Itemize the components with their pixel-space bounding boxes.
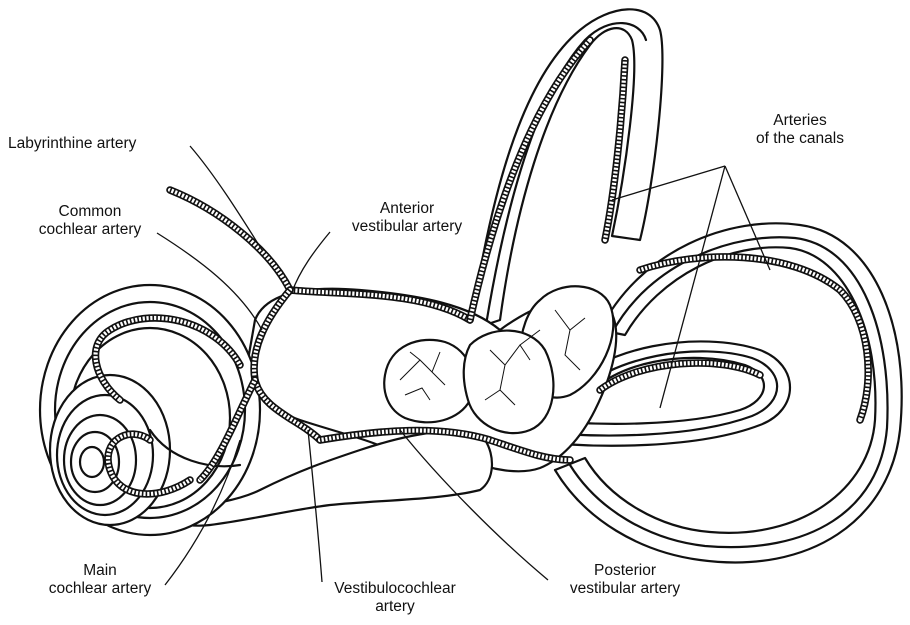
label-posterior-vestibular-artery: Posterior vestibular artery [545, 562, 705, 598]
leader-anterior-vestibular [292, 232, 330, 292]
label-vestibulocochlear-line2: artery [315, 598, 475, 616]
label-vestibulocochlear-artery: Vestibulocochlear artery [315, 580, 475, 616]
label-arteries-of-the-canals: Arteries of the canals [730, 112, 870, 148]
label-anterior-vestibular-line1: Anterior [322, 200, 492, 218]
label-main-cochlear-artery: Main cochlear artery [30, 562, 170, 598]
labyrinthine-artery-vessel [170, 190, 290, 290]
label-common-cochlear-artery: Common cochlear artery [10, 203, 170, 239]
label-main-cochlear-line1: Main [30, 562, 170, 580]
label-labyrinthine-artery: Labyrinthine artery [8, 135, 136, 153]
label-anterior-vestibular-line2: vestibular artery [322, 218, 492, 236]
label-anterior-vestibular-artery: Anterior vestibular artery [322, 200, 492, 236]
label-posterior-vestibular-line2: vestibular artery [545, 580, 705, 598]
label-main-cochlear-line2: cochlear artery [30, 580, 170, 598]
leader-arteries-canals-c [660, 166, 725, 408]
posterior-canal [555, 223, 902, 562]
leader-labyrinthine [190, 146, 262, 250]
label-common-cochlear-line2: cochlear artery [10, 221, 170, 239]
label-vestibulocochlear-line1: Vestibulocochlear [315, 580, 475, 598]
label-common-cochlear-line1: Common [10, 203, 170, 221]
label-posterior-vestibular-line1: Posterior [545, 562, 705, 580]
label-arteries-canals-line1: Arteries [730, 112, 870, 130]
label-arteries-canals-line2: of the canals [730, 130, 870, 148]
